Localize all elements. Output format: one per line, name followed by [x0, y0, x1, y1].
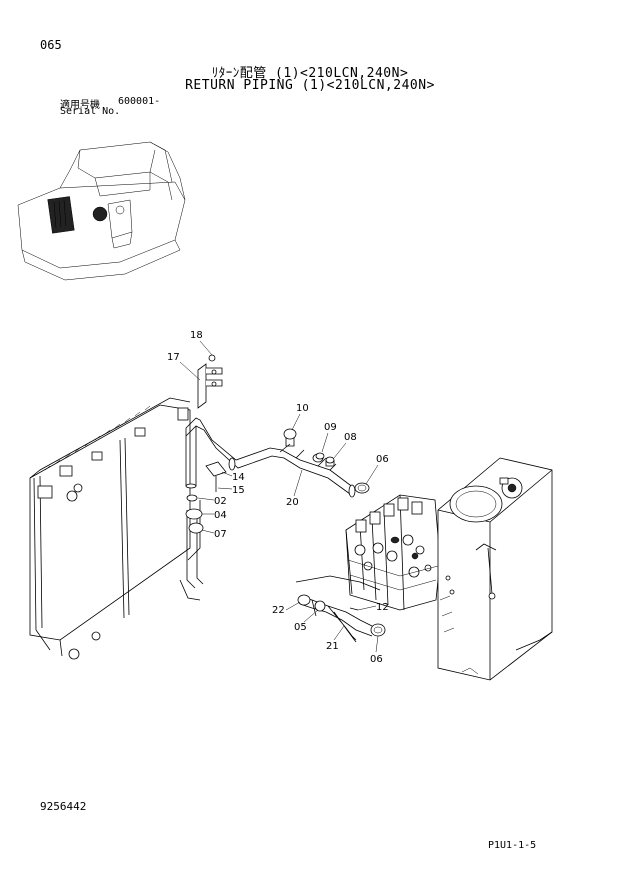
- control-valve: [345, 494, 441, 611]
- callout-10: 10: [296, 403, 309, 414]
- callout-21: 21: [326, 641, 339, 652]
- excavator-overview-thumbnail: [17, 141, 186, 281]
- plug-08: [325, 456, 335, 467]
- callout-labels: 18 17 10 09 08 06 14 15 20 02 04 07 12 2…: [167, 330, 389, 665]
- hose-07: [179, 494, 204, 601]
- callout-07: 07: [214, 529, 227, 540]
- callout-20: 20: [286, 497, 299, 508]
- callout-17: 17: [167, 352, 180, 363]
- callout-06-top: 06: [376, 454, 389, 465]
- callout-02: 02: [214, 496, 227, 507]
- callout-06-bottom: 06: [370, 654, 383, 665]
- hose-clamp-06-top: [354, 482, 370, 494]
- page-number: 065: [40, 38, 62, 52]
- callout-05: 05: [294, 622, 307, 633]
- fitting-10: [283, 428, 297, 447]
- serial-number-value: 600001-: [118, 96, 161, 107]
- bracket-assembly: [197, 354, 223, 409]
- radiator-oil-cooler: [29, 397, 201, 660]
- callout-08: 08: [344, 432, 357, 443]
- clamp-14: [205, 461, 227, 492]
- serial-label-japanese: 適用号機: [60, 100, 100, 111]
- serial-label-english: Serial No.: [60, 106, 121, 117]
- hydraulic-oil-tank: [437, 457, 553, 681]
- page-code: P1U1-1-5: [488, 840, 537, 851]
- page-title-english: RETURN PIPING (1)<210LCN,240N>: [185, 78, 435, 93]
- callout-15: 15: [232, 485, 245, 496]
- callout-04: 04: [214, 510, 227, 521]
- return-hose-21: [295, 575, 386, 643]
- callout-09: 09: [324, 422, 337, 433]
- callout-22: 22: [272, 605, 285, 616]
- return-pipe-20: [185, 417, 356, 498]
- nipple-09: [315, 452, 325, 460]
- document-number: 9256442: [40, 800, 87, 813]
- callout-18: 18: [190, 330, 203, 341]
- callout-12: 12: [376, 602, 389, 613]
- page-title-japanese: ﾘﾀｰﾝ配管 (1)<210LCN,240N>: [211, 66, 409, 81]
- callout-14: 14: [232, 472, 245, 483]
